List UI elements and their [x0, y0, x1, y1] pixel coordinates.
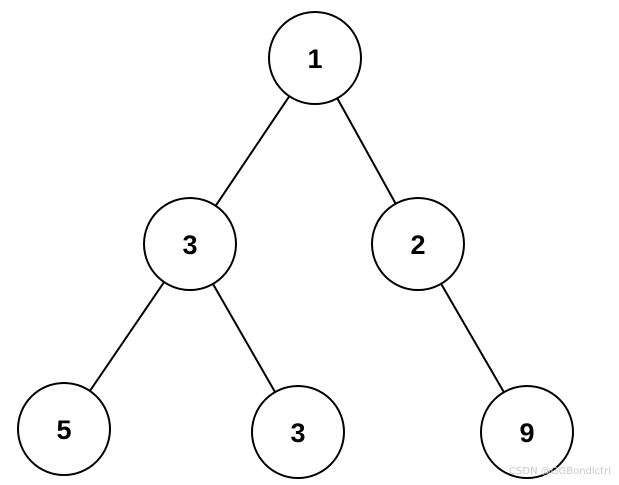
- tree-node-circle: [268, 11, 362, 105]
- tree-node: 5: [17, 382, 111, 476]
- tree-node-label: 1: [307, 44, 322, 74]
- tree-node: 9: [480, 385, 574, 479]
- tree-node-circle: [143, 197, 237, 291]
- tree-node-label: 3: [290, 418, 305, 448]
- tree-node-circle: [480, 385, 574, 479]
- tree-node-circle: [17, 382, 111, 476]
- tree-edges: [89, 95, 505, 393]
- tree-node-circle: [251, 385, 345, 479]
- tree-node: 3: [251, 385, 345, 479]
- tree-node: 2: [371, 197, 465, 291]
- tree-edge-n1-n2: [214, 95, 291, 207]
- watermark: CSDN @GGBondlctrl: [509, 466, 611, 477]
- tree-node-label: 9: [519, 418, 534, 448]
- tree-edge-n3-n6: [440, 283, 505, 393]
- tree-nodes: 1 3 2 5 3 9: [17, 11, 574, 479]
- tree-node-label: 2: [410, 230, 425, 260]
- tree-node-label: 3: [182, 230, 197, 260]
- tree-edge-n2-n5: [212, 283, 276, 393]
- tree-node-label: 5: [56, 415, 71, 445]
- tree-node-circle: [371, 197, 465, 291]
- tree-edge-n2-n4: [89, 281, 165, 392]
- tree-node: 3: [143, 197, 237, 291]
- tree-edge-n1-n3: [336, 97, 397, 205]
- tree-node: 1: [268, 11, 362, 105]
